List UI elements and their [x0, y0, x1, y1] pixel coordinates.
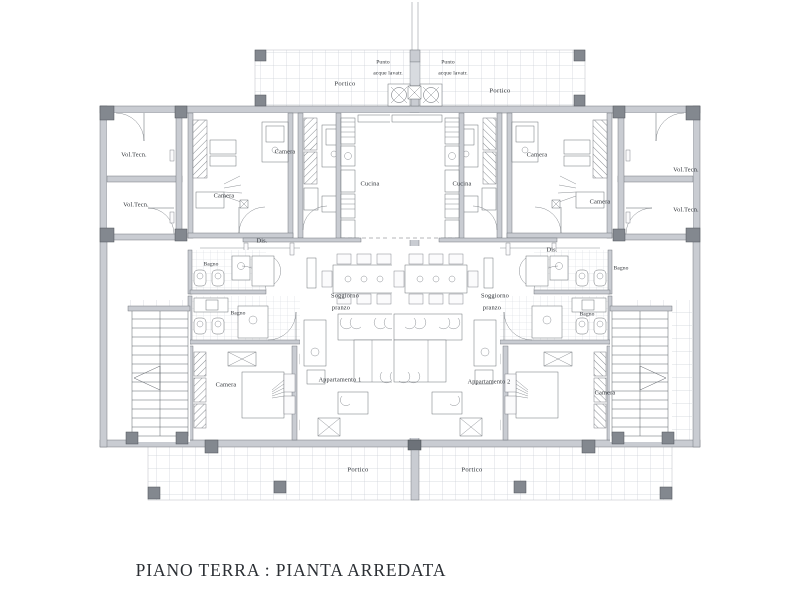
label-appartamento-2: Appartamento 2 [468, 378, 511, 385]
label-portico-bottom-right: Portico [461, 467, 483, 474]
portico-top-fixtures [254, 49, 586, 107]
room-labels: Portico Portico Portico Portico Punto ac… [121, 59, 699, 473]
label-vol-tecn-tl-2: Vol.Tecn. [123, 201, 149, 208]
label-soggiorno-right-2: pranzo [483, 304, 501, 311]
camera-right-bottom [489, 345, 613, 441]
camera-right-top [506, 112, 613, 239]
label-dis-left: Dis. [256, 237, 267, 244]
label-punto-right-1: Punto [441, 59, 455, 65]
staircase-right [609, 305, 675, 445]
label-vol-tecn-tr-2: Vol.Tecn. [673, 206, 699, 213]
label-vol-tecn-tl-1: Vol.Tecn. [121, 151, 147, 158]
label-camera-left-mid: Camera [214, 192, 235, 199]
label-soggiorno-right-1: Soggiorno [481, 292, 509, 299]
page-title: PIANO TERRA : PIANTA ARREDATA [136, 560, 447, 580]
staircase-left [125, 305, 191, 445]
bagno-right-2 [499, 295, 613, 345]
soggiorno-right [392, 246, 500, 438]
utility-box-left [387, 83, 411, 107]
label-camera-left-top: Camera [275, 148, 296, 155]
portico-bottom [147, 445, 673, 501]
apartment-1 [99, 105, 410, 445]
label-camera-right-bottom: Camera [595, 389, 616, 396]
label-camera-left-bottom: Camera [216, 381, 237, 388]
label-appartamento-1: Appartamento 1 [319, 376, 362, 383]
cucina-right [390, 112, 465, 241]
dining-set-right [393, 253, 479, 305]
apartment-2 [390, 105, 701, 445]
vol-tecn-left-block [99, 105, 188, 243]
bagno-right-1 [519, 249, 613, 295]
label-portico-top-left: Portico [334, 81, 356, 88]
label-punto-left-2: acque lavatr. [373, 70, 403, 76]
label-vol-tecn-tr-1: Vol.Tecn. [673, 166, 699, 173]
label-bagno-left-2: Bagno [230, 310, 245, 316]
bagno-left-1 [187, 249, 281, 295]
label-bagno-right-2: Bagno [579, 311, 594, 317]
utility-box-right [419, 83, 443, 107]
portico-bottom-fixtures [147, 439, 673, 500]
label-bagno-left-1: Bagno [203, 261, 218, 267]
label-soggiorno-left-2: pranzo [332, 304, 350, 311]
bagno-left-2 [187, 295, 301, 345]
label-dis-right: Dis. [546, 246, 557, 253]
label-punto-right-2: acque lavatr. [438, 70, 468, 76]
label-bagno-right-1: Bagno [613, 265, 628, 271]
label-punto-left-1: Punto [376, 59, 390, 65]
label-cucina-left: Cucina [360, 180, 379, 187]
vol-tecn-right-block [612, 105, 701, 243]
label-camera-right-mid: Camera [590, 198, 611, 205]
label-soggiorno-left-1: Soggiorno [331, 292, 359, 299]
label-cucina-right: Cucina [452, 180, 471, 187]
label-camera-right-top: Camera [527, 151, 548, 158]
soggiorno-left [300, 246, 408, 438]
camera-left-bottom [187, 345, 311, 441]
label-portico-bottom-left: Portico [347, 467, 369, 474]
label-portico-top-right: Portico [489, 88, 511, 95]
sofa-right [393, 313, 463, 383]
camera-left-top [187, 112, 294, 239]
